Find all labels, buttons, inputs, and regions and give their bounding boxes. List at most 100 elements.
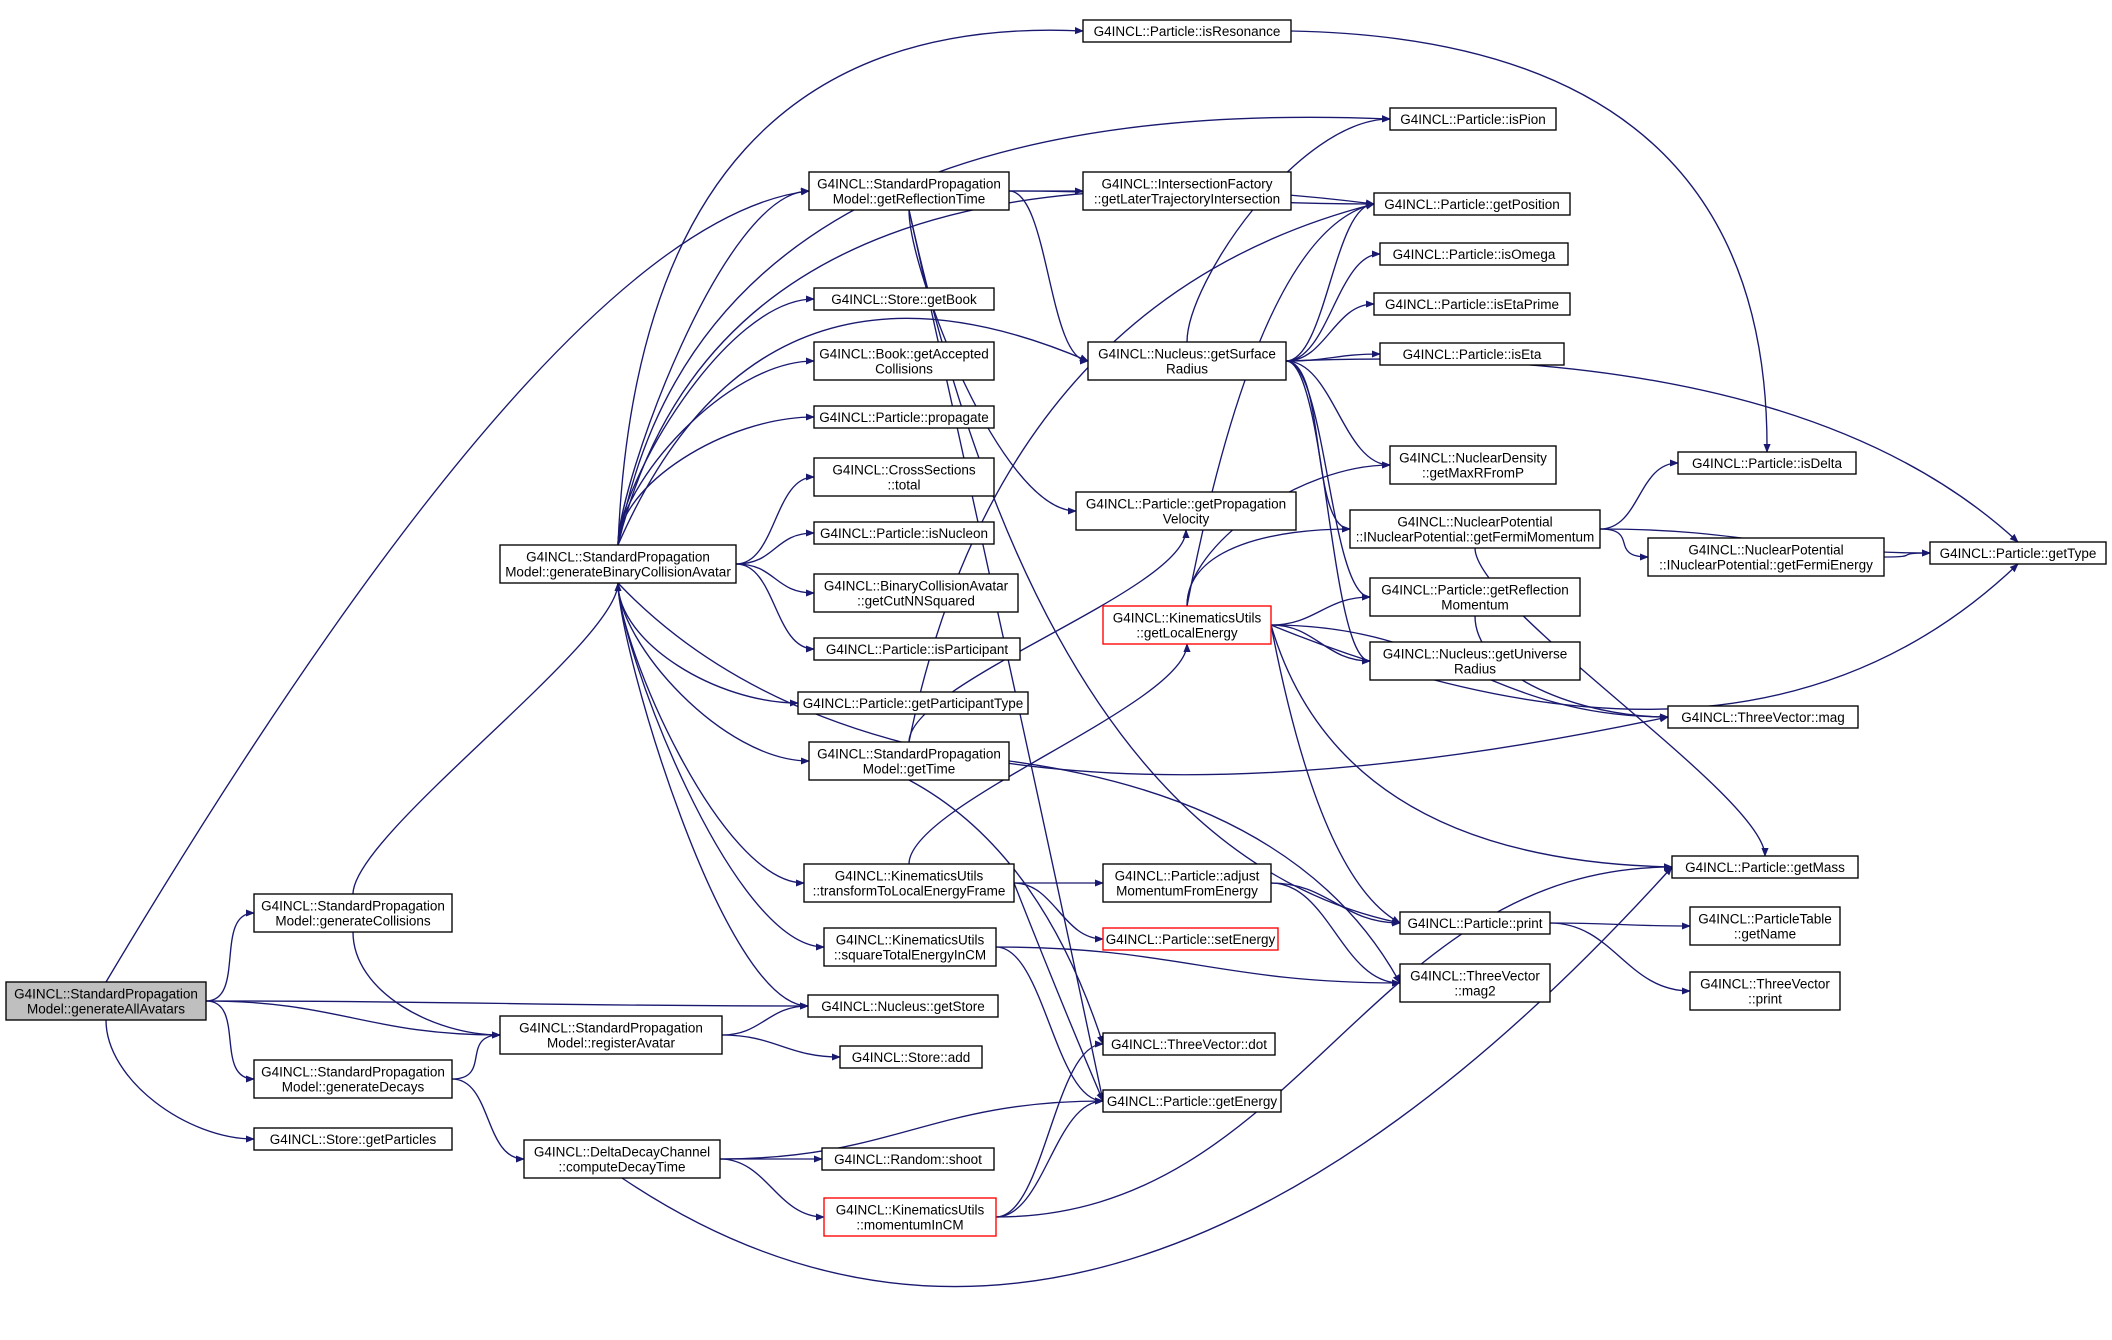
node-randomShoot[interactable]: G4INCL::Random::shoot <box>821 1147 995 1171</box>
node-genDecays[interactable]: G4INCL::StandardPropagationModel::genera… <box>253 1059 453 1099</box>
edge-genBCA-to-getBook <box>617 295 815 546</box>
node-label: G4INCL::Book::getAccepted <box>819 347 989 362</box>
node-isNucleon[interactable]: G4INCL::Particle::isNucleon <box>813 521 995 545</box>
node-label: G4INCL::CrossSections <box>832 463 976 478</box>
node-getLocalEnergy[interactable]: G4INCL::KinematicsUtils::getLocalEnergy <box>1102 605 1272 645</box>
node-box <box>1349 509 1601 549</box>
node-getMass[interactable]: G4INCL::Particle::getMass <box>1671 855 1859 879</box>
edge-getLocalEnergy-to-getReflMomentum <box>1270 593 1371 626</box>
edge-computeDecayTime-to-getMass <box>621 866 1673 1288</box>
node-isPion[interactable]: G4INCL::Particle::isPion <box>1389 107 1557 131</box>
node-genCollisions[interactable]: G4INCL::StandardPropagationModel::genera… <box>253 893 453 933</box>
node-print[interactable]: G4INCL::Particle::print <box>1399 911 1551 935</box>
node-getReflectionTime[interactable]: G4INCL::StandardPropagationModel::getRef… <box>808 171 1010 211</box>
node-getPosition[interactable]: G4INCL::Particle::getPosition <box>1373 192 1571 216</box>
node-transformToLocal[interactable]: G4INCL::KinematicsUtils::transformToLoca… <box>803 863 1015 903</box>
node-getType[interactable]: G4INCL::Particle::getType <box>1929 541 2107 565</box>
edge-transformToLocal-to-getLocalEnergy <box>908 643 1191 865</box>
node-label: G4INCL::ThreeVector::mag <box>1681 710 1845 725</box>
node-label: G4INCL::NuclearDensity <box>1399 451 1547 466</box>
node-getTime[interactable]: G4INCL::StandardPropagationModel::getTim… <box>808 741 1010 781</box>
node-box <box>5 981 207 1021</box>
node-nucleusGetStore[interactable]: G4INCL::Nucleus::getStore <box>807 994 999 1018</box>
edge-getSurfaceRadius-to-getUniverseRadius <box>1285 360 1371 665</box>
node-box <box>1399 963 1551 1003</box>
node-label: G4INCL::Store::getBook <box>831 292 977 307</box>
node-getEnergy[interactable]: G4INCL::Particle::getEnergy <box>1102 1089 1282 1113</box>
node-getMaxR[interactable]: G4INCL::NuclearDensity::getMaxRFromP <box>1389 445 1557 485</box>
edge-adjustMomentum-to-print <box>1270 882 1401 927</box>
node-box <box>813 405 995 429</box>
node-label: ::transformToLocalEnergyFrame <box>813 884 1006 899</box>
node-isResonance[interactable]: G4INCL::Particle::isResonance <box>1082 19 1292 43</box>
node-box <box>499 1015 723 1055</box>
node-label: Model::generateBinaryCollisionAvatar <box>505 565 731 580</box>
node-getLaterTraj[interactable]: G4INCL::IntersectionFactory::getLaterTra… <box>1082 171 1292 211</box>
node-storeAdd[interactable]: G4INCL::Store::add <box>839 1045 983 1069</box>
node-isEta[interactable]: G4INCL::Particle::isEta <box>1379 342 1565 366</box>
node-isOmega[interactable]: G4INCL::Particle::isOmega <box>1379 242 1569 266</box>
node-setEnergy[interactable]: G4INCL::Particle::setEnergy <box>1102 927 1279 951</box>
node-getFermiMomentum[interactable]: G4INCL::NuclearPotential::INuclearPotent… <box>1349 509 1601 549</box>
node-label: Model::registerAvatar <box>547 1036 676 1051</box>
node-label: G4INCL::StandardPropagation <box>261 1065 445 1080</box>
node-label: G4INCL::Particle::getReflection <box>1381 583 1569 598</box>
edge-genBCA-to-isNucleon <box>735 529 815 565</box>
node-getName[interactable]: G4INCL::ParticleTable::getName <box>1689 906 1841 946</box>
edge-genBCA-to-getReflectionTime <box>617 187 810 546</box>
node-label: G4INCL::KinematicsUtils <box>836 933 985 948</box>
node-isEtaPrime[interactable]: G4INCL::Particle::isEtaPrime <box>1373 292 1571 316</box>
node-getParticles[interactable]: G4INCL::Store::getParticles <box>253 1127 453 1151</box>
edge-getFermiEnergy-to-getType <box>1883 549 1931 558</box>
node-squareTotal[interactable]: G4INCL::KinematicsUtils::squareTotalEner… <box>823 927 997 967</box>
edge-getLocalEnergy-to-print <box>1270 624 1401 924</box>
edge-getTime-to-tvDot <box>908 779 1104 1045</box>
node-box <box>823 1197 997 1237</box>
node-adjustMomentum[interactable]: G4INCL::Particle::adjustMomentumFromEner… <box>1102 863 1272 903</box>
node-label: Velocity <box>1163 512 1210 527</box>
node-box <box>1102 927 1279 951</box>
node-isParticipant[interactable]: G4INCL::Particle::isParticipant <box>813 637 1021 661</box>
edge-print-to-tvPrint <box>1549 922 1691 995</box>
node-label: G4INCL::StandardPropagation <box>519 1021 703 1036</box>
node-box <box>1373 192 1571 216</box>
node-box <box>253 1127 453 1151</box>
edge-genBCA-to-nucleusGetStore <box>617 582 809 1010</box>
node-getCutNN[interactable]: G4INCL::BinaryCollisionAvatar::getCutNNS… <box>813 573 1019 613</box>
node-tvPrint[interactable]: G4INCL::ThreeVector::print <box>1689 971 1841 1011</box>
edge-genBCA-to-isParticipant <box>735 563 815 653</box>
node-getBook[interactable]: G4INCL::Store::getBook <box>813 287 995 311</box>
edge-getSurfaceRadius-to-getPosition <box>1285 200 1375 362</box>
node-momentumInCM[interactable]: G4INCL::KinematicsUtils::momentumInCM <box>823 1197 997 1237</box>
node-genBCA[interactable]: G4INCL::StandardPropagationModel::genera… <box>499 544 737 584</box>
node-isDelta[interactable]: G4INCL::Particle::isDelta <box>1677 451 1857 475</box>
edge-genBCA-to-getCutNN <box>735 563 815 597</box>
node-registerAvatar[interactable]: G4INCL::StandardPropagationModel::regist… <box>499 1015 723 1055</box>
node-total[interactable]: G4INCL::CrossSections::total <box>813 457 995 497</box>
node-label: ::INuclearPotential::getFermiMomentum <box>1356 530 1595 545</box>
node-getParticipantType[interactable]: G4INCL::Particle::getParticipantType <box>797 691 1029 715</box>
edge-squareTotal-to-getEnergy <box>995 946 1104 1105</box>
node-box <box>1075 491 1297 531</box>
node-label: G4INCL::Nucleus::getSurface <box>1098 347 1276 362</box>
node-label: G4INCL::Particle::isOmega <box>1393 247 1556 262</box>
edge-print-to-getName <box>1549 922 1691 930</box>
node-mag2[interactable]: G4INCL::ThreeVector::mag2 <box>1399 963 1551 1003</box>
node-computeDecayTime[interactable]: G4INCL::DeltaDecayChannel::computeDecayT… <box>523 1139 721 1179</box>
node-label: G4INCL::Particle::isParticipant <box>826 642 1009 657</box>
node-box <box>499 544 737 584</box>
node-getFermiEnergy[interactable]: G4INCL::NuclearPotential::INuclearPotent… <box>1647 537 1885 577</box>
node-box <box>808 171 1010 211</box>
node-root[interactable]: G4INCL::StandardPropagationModel::genera… <box>5 981 207 1021</box>
node-propagate[interactable]: G4INCL::Particle::propagate <box>813 405 995 429</box>
edge-transformToLocal-to-getEnergy <box>1013 882 1104 1102</box>
node-tvDot[interactable]: G4INCL::ThreeVector::dot <box>1102 1032 1276 1056</box>
node-label: G4INCL::KinematicsUtils <box>1113 611 1262 626</box>
edge-genBCA-to-mag <box>617 582 1669 776</box>
node-mag[interactable]: G4INCL::ThreeVector::mag <box>1667 705 1859 729</box>
